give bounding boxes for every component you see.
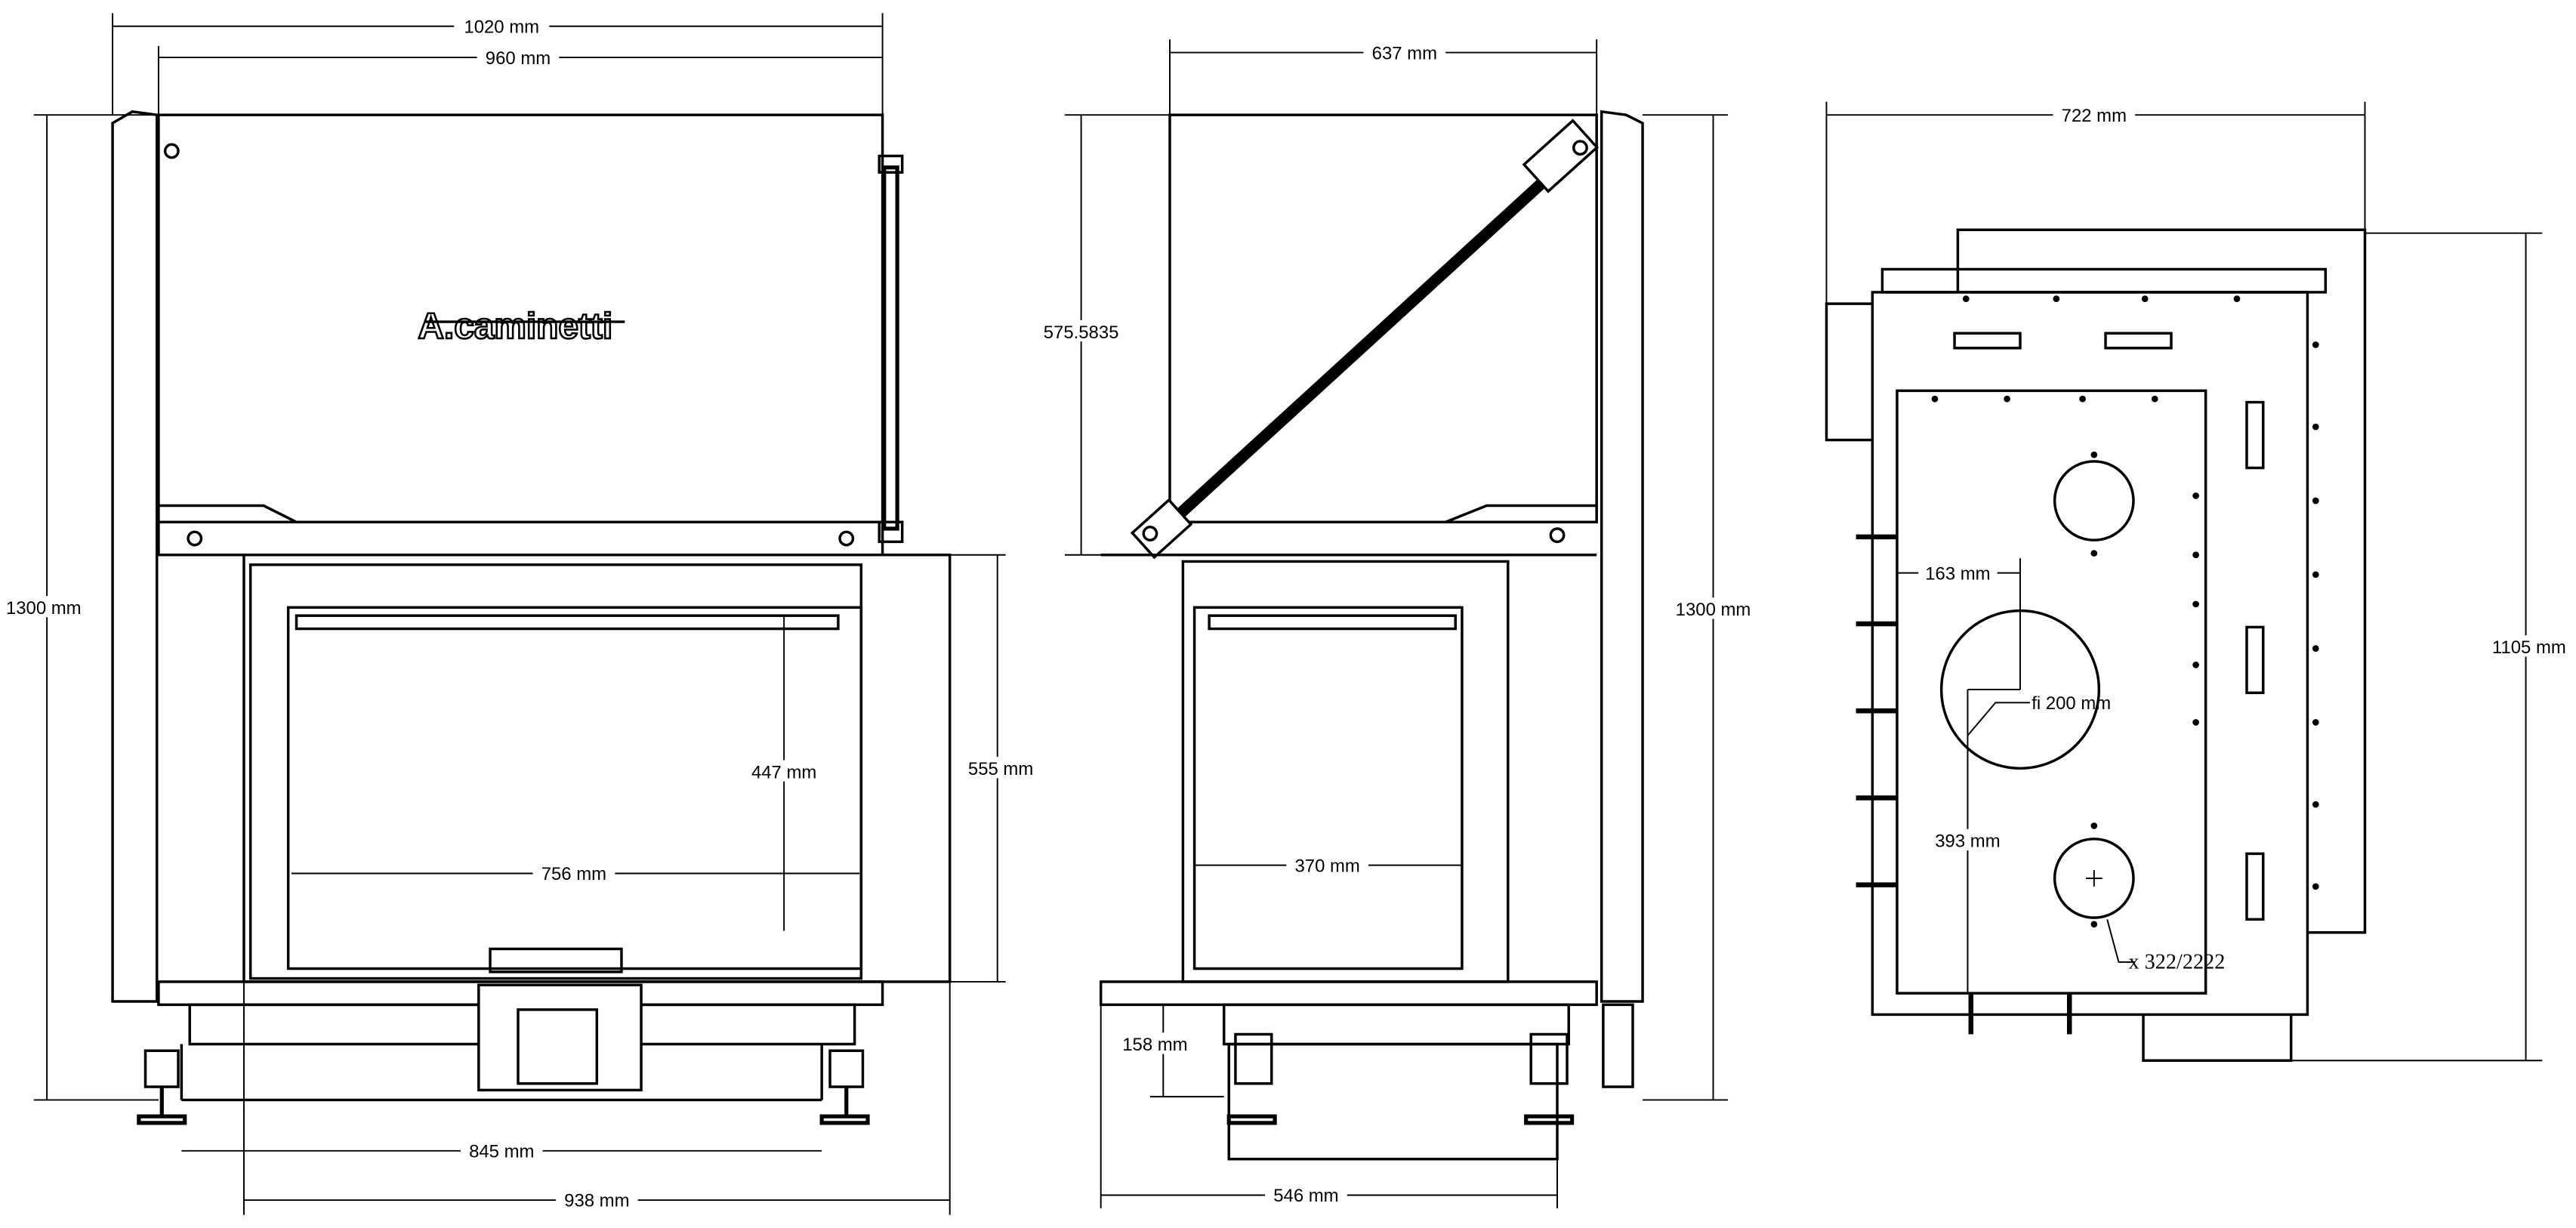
dim-body-width: 960 mm: [157, 45, 883, 116]
dim-label: 637 mm: [1372, 43, 1437, 63]
dim-label: 1300 mm: [6, 598, 82, 619]
dim-frame-width: 938 mm: [242, 981, 951, 1215]
dim-door-height: 555 mm: [949, 554, 1039, 983]
dim-depth: 637 mm: [1169, 39, 1598, 116]
front-view: 1020 mm 960 mm 1300 mm A.caminetti: [4, 13, 1039, 1215]
brand-logo: A.caminetti: [418, 307, 612, 347]
dim-label: 845 mm: [469, 1142, 534, 1162]
air-inlet-callout: x 322/2222: [2106, 919, 2225, 974]
dim-label: 1020 mm: [464, 17, 539, 37]
dim-height-side: 1300 mm: [1643, 114, 1754, 1101]
dim-flue-offset-x: 163 mm: [1896, 558, 2021, 690]
dim-flue-offset-y: 393 mm: [1928, 689, 2021, 994]
dim-label: 370 mm: [1294, 856, 1359, 876]
callout-label: x 322/2222: [2128, 951, 2225, 974]
dim-label: 163 mm: [1925, 563, 1990, 584]
dim-side-glass-width: 370 mm: [1194, 853, 1462, 876]
dim-label: 938 mm: [564, 1191, 629, 1211]
air-inlet-top: [2053, 460, 2135, 541]
dim-glass-width: 756 mm: [292, 862, 860, 884]
dim-label: 960 mm: [486, 48, 551, 69]
dim-base-depth: 546 mm: [1100, 1004, 1558, 1208]
dim-flue-diameter: fi 200 mm: [1967, 693, 2111, 736]
dim-label: 447 mm: [751, 762, 816, 782]
dim-label: 756 mm: [541, 864, 606, 884]
dim-leg-spacing: 845 mm: [181, 1139, 822, 1162]
dim-overall-width: 1020 mm: [112, 13, 884, 116]
dim-top-depth: 1105 mm: [2291, 232, 2572, 1062]
dim-label: fi 200 mm: [2031, 693, 2111, 714]
dim-label: 722 mm: [2062, 106, 2127, 126]
dim-label: 546 mm: [1273, 1186, 1338, 1206]
dim-label: 1300 mm: [1676, 600, 1751, 620]
dim-label: 575.5835: [1044, 322, 1119, 343]
dim-glass-height: 447 mm: [742, 616, 825, 931]
dim-base-height: 158 mm: [1117, 1004, 1224, 1098]
dim-hood-height: 575.5835: [1035, 114, 1170, 556]
dim-label: 1105 mm: [2492, 637, 2566, 658]
dim-label: 393 mm: [1935, 832, 2000, 852]
dim-label: 158 mm: [1122, 1035, 1187, 1055]
dim-top-width: 722 mm: [1825, 101, 2366, 304]
side-view: 637 mm 575.5835 1300 mm: [1035, 39, 1754, 1208]
dim-height-front: 1300 mm: [4, 114, 159, 1101]
top-view: 722 mm 1105 mm: [1825, 101, 2572, 1063]
air-inlet-bottom: [2053, 838, 2135, 919]
dim-label: 555 mm: [968, 759, 1033, 779]
